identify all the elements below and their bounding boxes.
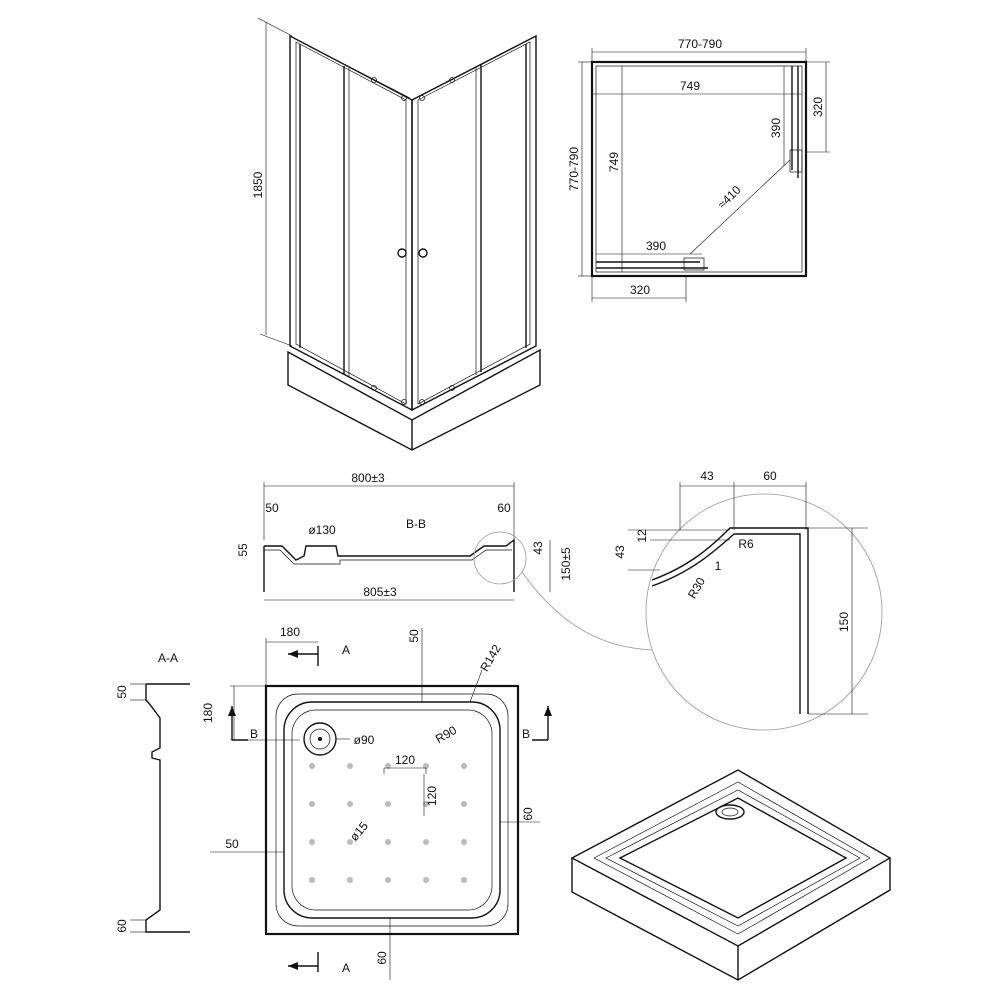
section-a-top-marker: A xyxy=(288,643,350,666)
enclosure-height-label: 1850 xyxy=(251,171,265,198)
section-a-label-top: A xyxy=(342,643,350,657)
anti-slip-dot xyxy=(309,877,315,883)
section-b-label-left: B xyxy=(250,727,258,741)
detail-top-a: 43 xyxy=(700,469,714,483)
anti-slip-dot xyxy=(309,801,315,807)
anti-slip-dot xyxy=(385,877,391,883)
tray-waste-diameter: ø90 xyxy=(354,733,375,747)
detail-step-height: 43 xyxy=(613,545,627,559)
detail-thickness: 1 xyxy=(715,559,722,573)
anti-slip-dot-grid xyxy=(309,763,467,883)
section-aa-bottom: 60 xyxy=(115,919,129,933)
plan-inner-depth: 749 xyxy=(607,152,621,172)
detail-height: 150 xyxy=(837,612,851,632)
detail-radius-small: R6 xyxy=(738,537,754,551)
tray-grid-y: 120 xyxy=(425,786,439,806)
anti-slip-dot xyxy=(461,877,467,883)
tray-corner-radius-inner: R90 xyxy=(433,723,459,746)
anti-slip-dot xyxy=(347,763,353,769)
section-bb-bottom-width: 805±3 xyxy=(363,585,397,599)
anti-slip-dot xyxy=(423,801,429,807)
plan-door-opening-y: 390 xyxy=(769,118,783,138)
tray-bottom-rim: 60 xyxy=(375,951,389,965)
section-aa-title: A-A xyxy=(158,651,178,665)
tray-top-offset: 180 xyxy=(280,625,300,639)
shower-tray-isometric xyxy=(570,769,892,981)
section-b-label-right: B xyxy=(522,727,530,741)
section-bb-waste-diameter: ø130 xyxy=(308,523,336,537)
section-aa-top: 50 xyxy=(115,685,129,699)
section-bb-top-width: 800±3 xyxy=(351,471,385,485)
shower-enclosure-isometric: 1850 xyxy=(251,17,541,451)
plan-door-opening-x: 390 xyxy=(646,239,666,253)
anti-slip-dot xyxy=(423,877,429,883)
plan-door-panel-x: 320 xyxy=(630,283,650,297)
anti-slip-dot xyxy=(347,877,353,883)
door-handle-left-icon xyxy=(397,248,407,258)
anti-slip-dot xyxy=(461,801,467,807)
section-b-right-marker: B xyxy=(522,706,552,741)
plan-inner-width: 749 xyxy=(680,79,700,93)
plan-door-panel-y: 320 xyxy=(811,97,825,117)
section-bb-right-offset: 60 xyxy=(497,501,511,515)
plan-overall-depth: 770-790 xyxy=(567,147,581,191)
tray-right-rim: 60 xyxy=(521,807,535,821)
anti-slip-dot xyxy=(309,763,315,769)
plan-overall-width: 770-790 xyxy=(678,37,722,51)
anti-slip-dot xyxy=(423,763,429,769)
section-a-bottom-marker: A xyxy=(288,952,350,975)
edge-detail: 43 60 12 43 R6 R30 1 150 xyxy=(613,469,883,731)
anti-slip-dot xyxy=(461,839,467,845)
tray-left-rim: 50 xyxy=(225,837,239,851)
anti-slip-dot xyxy=(309,839,315,845)
section-b-left-marker: B xyxy=(228,706,258,741)
waste-drain-icon xyxy=(303,722,337,756)
section-bb-left-offset: 50 xyxy=(265,501,279,515)
anti-slip-dot xyxy=(347,839,353,845)
tray-grid-x: 120 xyxy=(395,753,415,767)
detail-radius-large: R30 xyxy=(685,575,708,601)
anti-slip-dot xyxy=(385,801,391,807)
tray-plan-view: 180 180 50 R142 ø90 R90 120 120 ø15 60 5… xyxy=(201,625,552,980)
door-handle-right-icon xyxy=(418,248,428,258)
section-b-b: B-B 800±3 50 60 ø130 55 43 150±5 805±3 xyxy=(236,471,653,651)
anti-slip-dot xyxy=(385,839,391,845)
tray-top-rim: 50 xyxy=(407,629,421,643)
tray-corner-radius-outer: R142 xyxy=(477,642,504,674)
enclosure-plan-view: 770-790 749 770-790 749 390 320 390 320 xyxy=(567,37,830,302)
anti-slip-dot xyxy=(347,801,353,807)
section-bb-right-height: 43 xyxy=(531,541,545,555)
detail-step: 12 xyxy=(635,529,649,543)
tray-waste-icon xyxy=(715,804,745,820)
section-a-a: A-A 50 60 xyxy=(115,651,190,933)
anti-slip-dot xyxy=(385,763,391,769)
detail-top-b: 60 xyxy=(763,469,777,483)
anti-slip-dot xyxy=(423,839,429,845)
tray-left-offset: 180 xyxy=(201,703,215,723)
section-a-label-bottom: A xyxy=(342,961,350,975)
anti-slip-dot xyxy=(461,763,467,769)
section-bb-title: B-B xyxy=(406,517,426,531)
section-bb-total-height: 150±5 xyxy=(559,547,573,581)
section-bb-left-height: 55 xyxy=(236,543,250,557)
